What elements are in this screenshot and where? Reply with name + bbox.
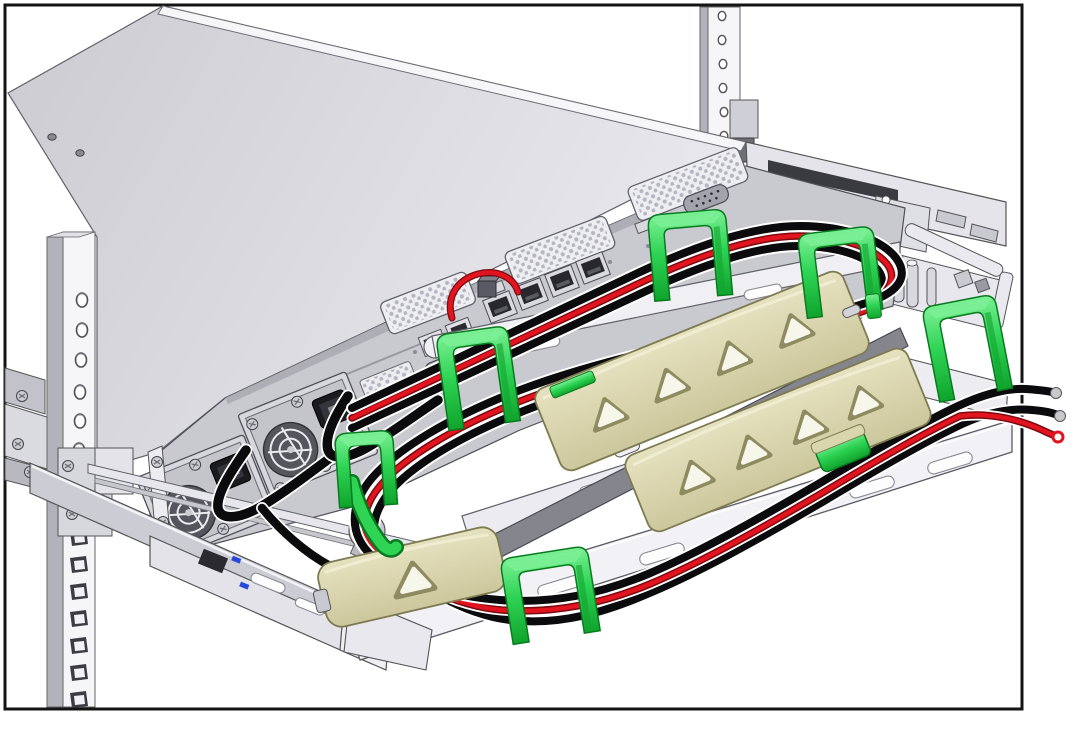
psu-power-cord-1 xyxy=(213,445,343,522)
velcro-strap-1 xyxy=(647,209,734,303)
ethernet-port xyxy=(481,290,519,324)
server-top-cover xyxy=(7,5,748,471)
velcro-straps xyxy=(334,209,1014,646)
vga-port xyxy=(683,184,729,214)
pci-slot-cover-1 xyxy=(380,271,476,335)
cma-cover-c xyxy=(624,347,932,533)
cma-cover-b xyxy=(534,270,870,472)
cable-tip-red xyxy=(1051,430,1065,444)
hinge-pin xyxy=(906,262,919,308)
velcro-strap-2 xyxy=(797,226,884,320)
ethernet-port xyxy=(543,264,581,298)
velcro-strap-3 xyxy=(436,326,522,432)
ethernet-port xyxy=(512,277,550,311)
rail-port xyxy=(197,548,229,574)
cma-green-tab xyxy=(810,424,871,473)
red-cable xyxy=(349,233,1061,614)
cover-screw xyxy=(75,149,85,157)
rear-right-rack-post xyxy=(699,6,759,163)
vent-grille-slot xyxy=(768,160,898,202)
cable-tip-black-1 xyxy=(1050,387,1062,399)
cable-tip-black-2 xyxy=(1054,410,1066,422)
cover-screw xyxy=(47,133,57,141)
ethernet-port xyxy=(574,251,612,285)
cma-cover-a xyxy=(312,526,507,628)
rail-rear-bracket xyxy=(729,99,759,139)
pci-slot-cover-2 xyxy=(504,215,616,285)
cma-cable-covers xyxy=(312,270,932,628)
hinge-pin xyxy=(926,267,937,307)
rear-shelf-right-section xyxy=(745,141,1007,247)
velcro-strap-tail xyxy=(549,370,596,399)
black-cable-2 xyxy=(348,241,1064,626)
cable-tips xyxy=(1050,387,1066,444)
pci-slot-covers xyxy=(380,147,749,335)
cables xyxy=(211,219,1066,628)
black-cable-1 xyxy=(348,221,1060,605)
velcro-strap-6 xyxy=(922,295,1014,404)
velcro-strap-4 xyxy=(334,430,404,558)
velcro-strap-tail xyxy=(864,293,882,320)
velcro-strap-5 xyxy=(500,546,602,646)
top-cover-rear-lip xyxy=(157,5,747,152)
